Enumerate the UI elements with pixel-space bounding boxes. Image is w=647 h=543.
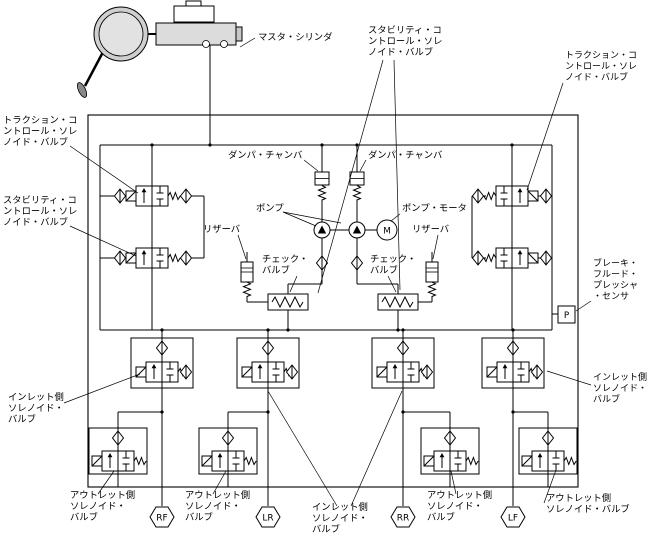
wheel-connector-lf: LF bbox=[500, 506, 526, 528]
leader-lines bbox=[63, 37, 592, 507]
hydraulic-lines bbox=[99, 45, 558, 431]
label-check-valve-right: チェック・ バルブ bbox=[370, 254, 419, 276]
label-brake-fluid-pressure-sensor: ブレーキ・ フルード・ プレッシャ ・センサ bbox=[593, 257, 641, 302]
outlet-solenoid-valve-2 bbox=[198, 427, 258, 487]
outlet-solenoid-valve-3 bbox=[420, 427, 480, 487]
labels: マスタ・シリンダ スタビリティ・コ ントロール・ソレ ノイド・バルブ トラクショ… bbox=[3, 25, 647, 535]
label-reservoir-left: リザーバ bbox=[203, 224, 240, 235]
check-valve-right-icon bbox=[377, 293, 419, 311]
brake-pressure-sensor-icon: P bbox=[557, 305, 576, 324]
wheel-connector-rf: RF bbox=[149, 506, 175, 528]
motor-m-text: M bbox=[383, 227, 391, 237]
brake-pedal-pad bbox=[76, 82, 88, 98]
label-outlet-valve-1: アウトレット側 ソレノイド・ バルブ bbox=[70, 489, 138, 523]
label-pump-motor: ポンプ・モータ bbox=[402, 203, 467, 214]
reservoir-right-icon bbox=[425, 261, 439, 297]
wheel-lines bbox=[161, 382, 514, 506]
reservoir-cap bbox=[185, 0, 202, 7]
mc-port-2 bbox=[220, 40, 228, 48]
wheel-connector-lr: LR bbox=[255, 506, 281, 528]
wheel-label-rf: RF bbox=[156, 514, 167, 524]
label-traction-control-left: トラクション・コ ントロール・ソレ ノイド・バルブ bbox=[3, 115, 80, 148]
pump-filter-right-icon bbox=[351, 255, 363, 271]
brake-pedal-arm bbox=[83, 51, 105, 87]
label-outlet-valve-2: アウトレット側 ソレノイド・ バルブ bbox=[185, 489, 253, 523]
mc-port-1 bbox=[202, 40, 210, 48]
wheel-label-lr: LR bbox=[262, 514, 273, 524]
wheel-label-lf: LF bbox=[508, 514, 518, 524]
damper-chamber-right-icon bbox=[349, 171, 365, 201]
pump-filter-left-icon bbox=[316, 255, 328, 271]
master-cylinder-assembly bbox=[76, 0, 243, 98]
pump-right-icon bbox=[348, 221, 366, 239]
label-check-valve-left: チェック・ バルブ bbox=[262, 254, 311, 276]
damper-chamber-left-icon bbox=[314, 171, 330, 201]
label-damper-chamber-left: ダンパ・チャンバ bbox=[228, 149, 302, 161]
label-inlet-valve-left: インレット側 ソレノイド・ バルブ bbox=[8, 391, 67, 425]
fluid-reservoir bbox=[173, 5, 215, 23]
label-inlet-valve-right: インレット側 ソレノイド・ バルブ bbox=[593, 371, 647, 405]
wheel-label-rr: RR bbox=[397, 514, 410, 524]
label-stability-control-top: スタビリティ・コ ントロール・ソレ ノイド・バルブ bbox=[368, 25, 445, 58]
master-cylinder-endcap bbox=[235, 26, 243, 42]
wheel-connector-rr: RR bbox=[390, 506, 416, 528]
label-inlet-valve-center: インレット側 ソレノイド・ バルブ bbox=[312, 501, 371, 535]
outlet-solenoid-valve-4 bbox=[518, 427, 578, 487]
label-outlet-valve-3: アウトレット側 ソレノイド・ バルブ bbox=[427, 489, 495, 523]
label-master-cylinder: マスタ・シリンダ bbox=[258, 31, 332, 43]
reservoir-left-icon bbox=[240, 261, 254, 297]
junction-dots bbox=[150, 143, 515, 414]
check-valve-left-icon bbox=[267, 293, 309, 311]
label-traction-control-top-right: トラクション・コ ントロール・ソレ ノイド・バルブ bbox=[565, 50, 640, 83]
traction-control-valve-left bbox=[114, 185, 192, 207]
pump-left-icon bbox=[313, 221, 331, 239]
label-pump: ポンプ bbox=[256, 203, 284, 214]
vacuum-booster-inner bbox=[98, 11, 144, 57]
label-damper-chamber-right: ダンパ・チャンバ bbox=[368, 149, 442, 161]
actuator-housing-outline bbox=[87, 114, 579, 488]
label-reservoir-right: リザーバ bbox=[412, 224, 449, 235]
pressure-sensor-p-text: P bbox=[564, 311, 569, 321]
pump-motor-icon: M bbox=[376, 219, 398, 241]
label-outlet-valve-4: アウトレット側 ソレノイド・バルブ bbox=[546, 492, 630, 515]
outlet-solenoid-valve-1 bbox=[88, 427, 148, 487]
stability-control-valve-left bbox=[114, 247, 192, 269]
label-stability-control-left: スタビリティ・コ ントロール・ソレ ノイド・バルブ bbox=[3, 195, 80, 228]
